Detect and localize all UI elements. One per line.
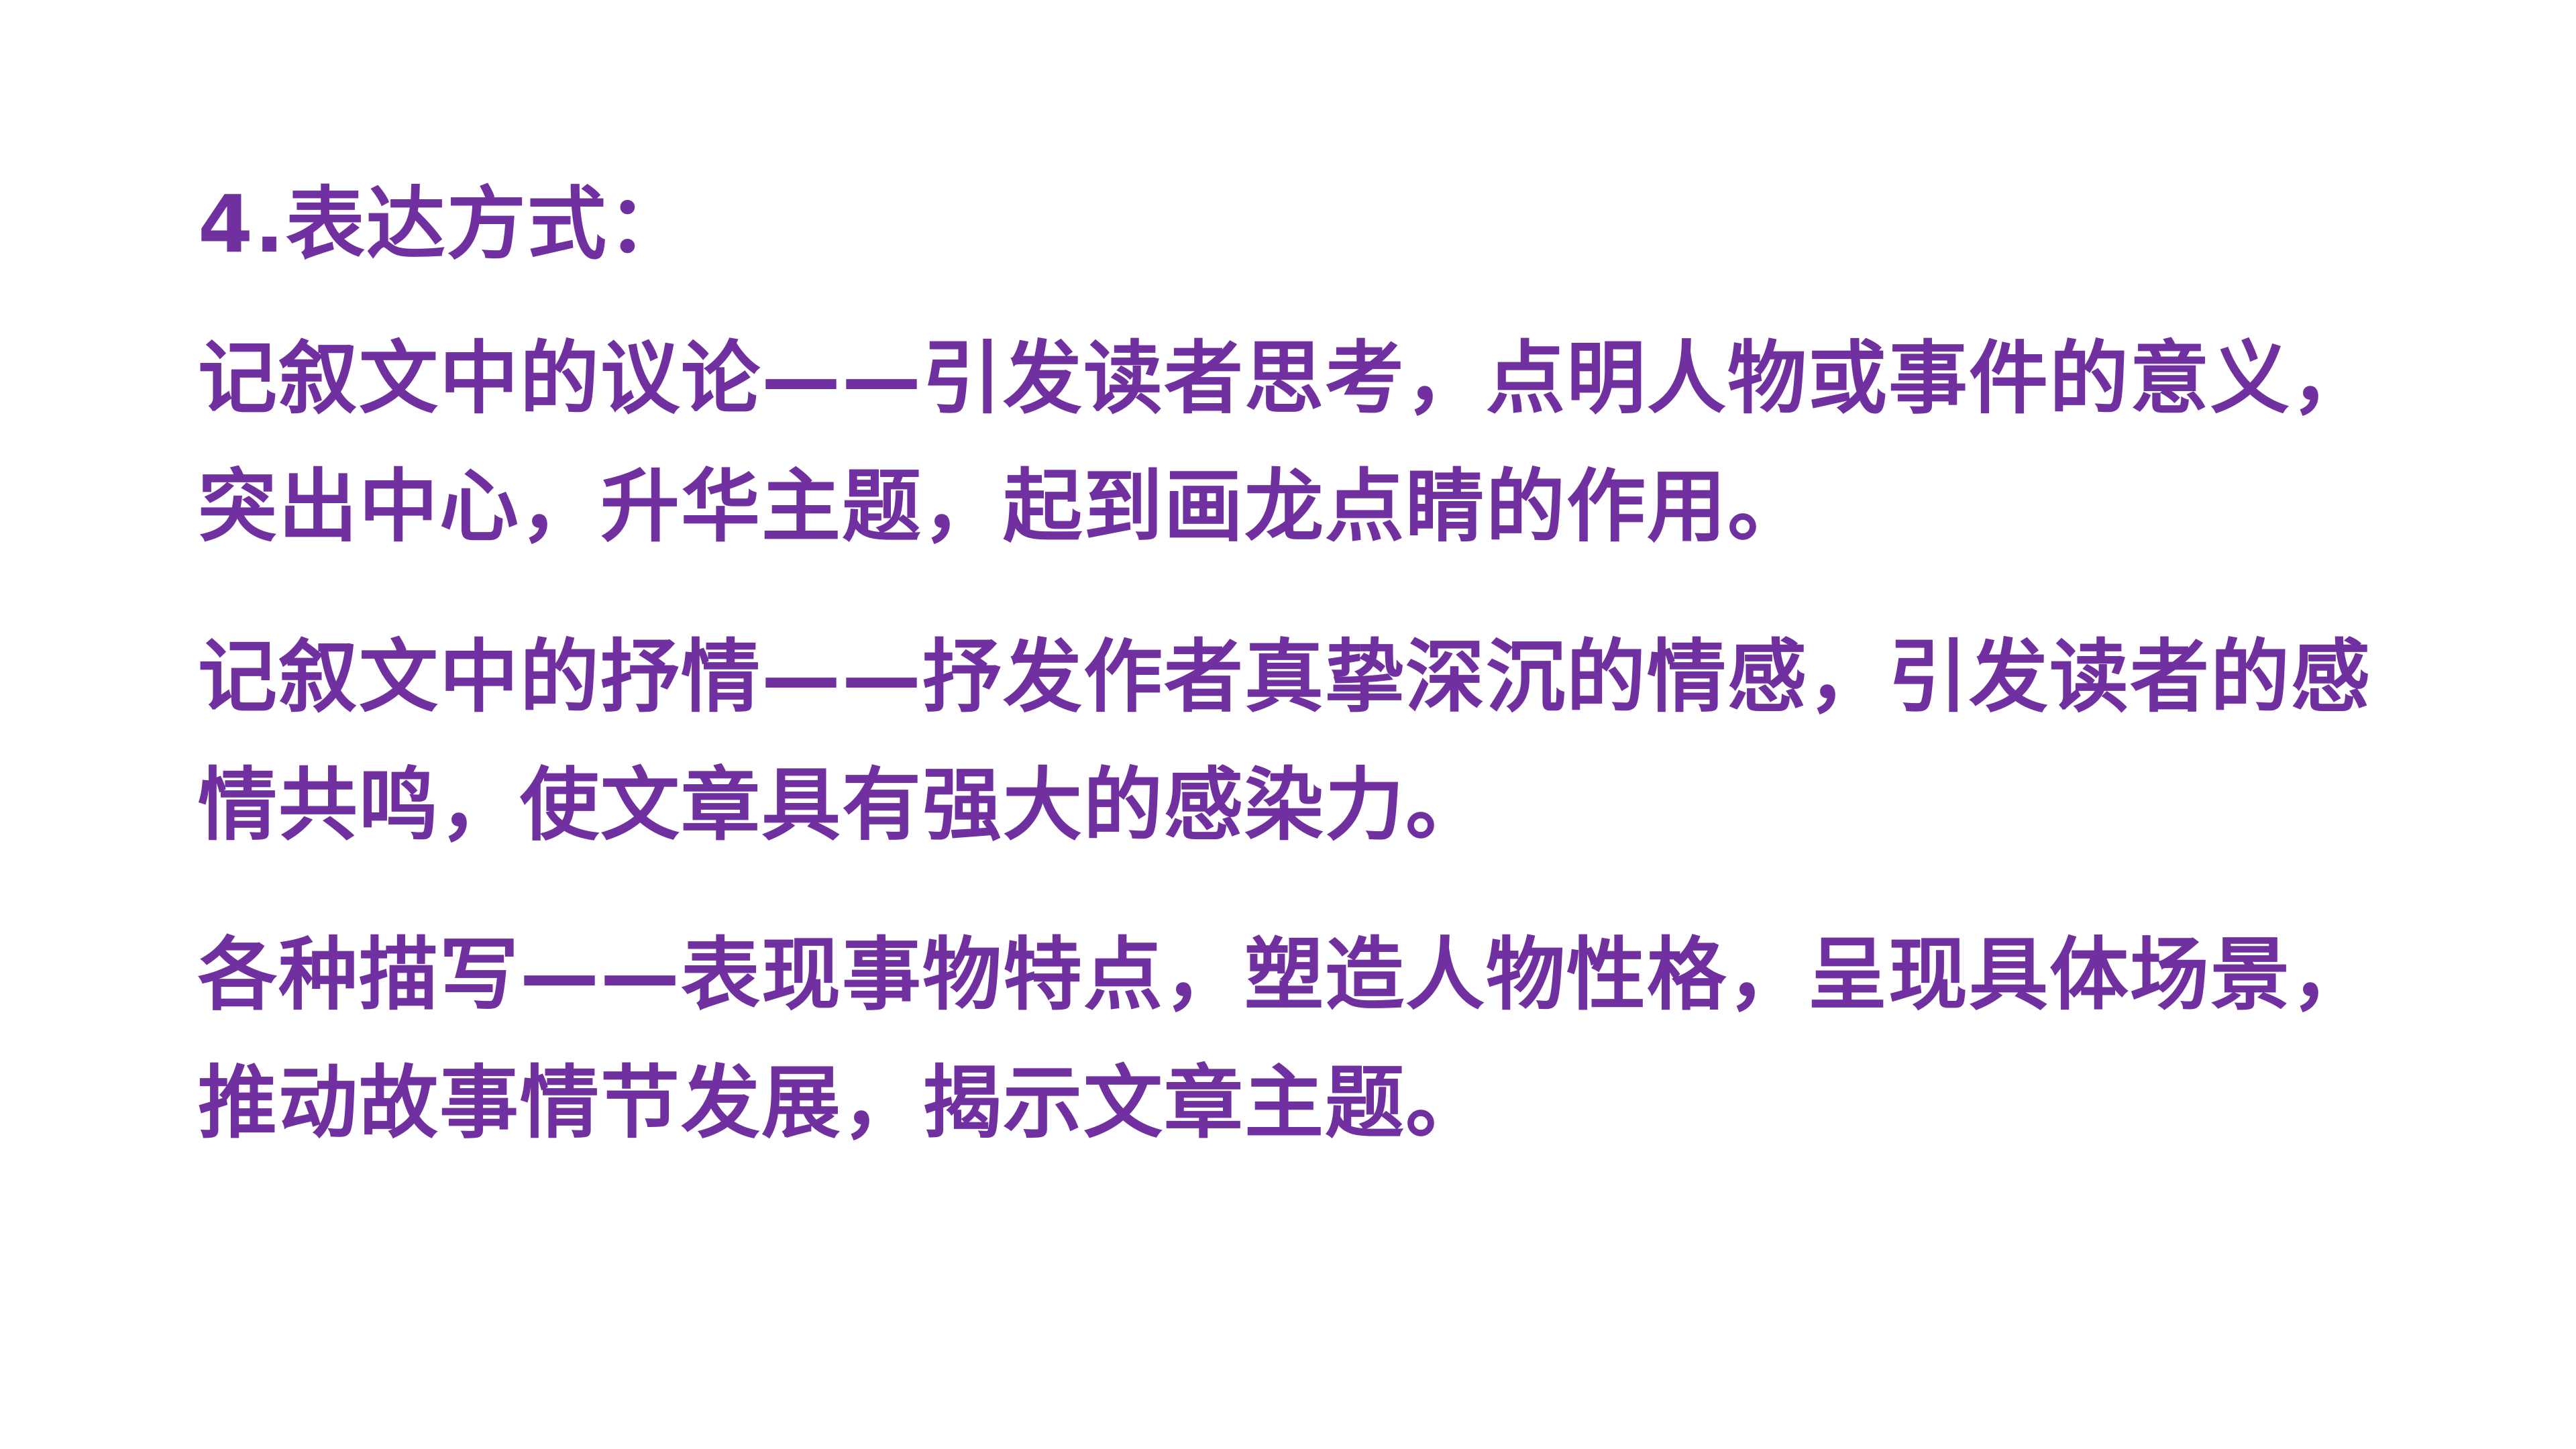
paragraph-various-descriptions: 各种描写——表现事物特点，塑造人物性格，呈现具体场景，推动故事情节发展，揭示文章… <box>198 928 2372 1150</box>
paragraph-discussion-in-narrative: 记叙文中的议论——引发读者思考，点明人物或事件的意义，突出中心，升华主题，起到画… <box>198 332 2372 553</box>
slide-title: 4.表达方式： <box>198 178 688 270</box>
slide-content: 4.表达方式： 记叙文中的议论——引发读者思考，点明人物或事件的意义，突出中心，… <box>198 171 2412 1209</box>
paragraph-lyricism-in-narrative: 记叙文中的抒情——抒发作者真挚深沉的情感，引发读者的感情共鸣，使文章具有强大的感… <box>198 630 2372 851</box>
